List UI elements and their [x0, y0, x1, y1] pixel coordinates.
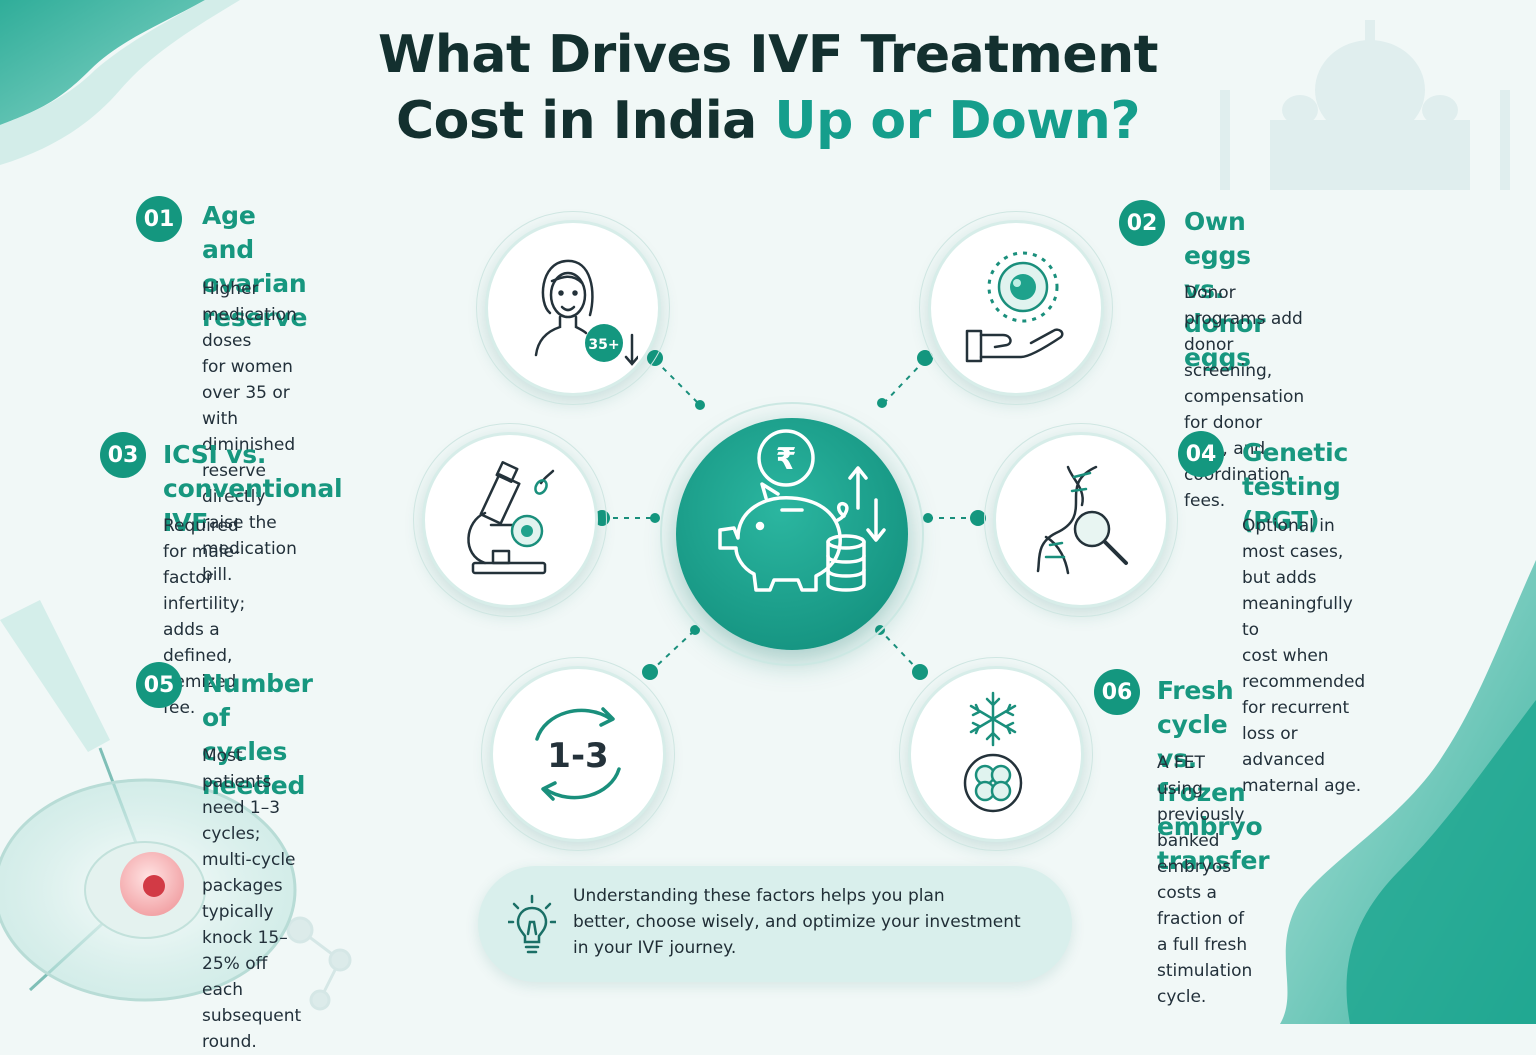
factor-03-icon-circle [413, 423, 607, 617]
factor-04-desc: Optional in most cases, but adds meaning… [1242, 516, 1366, 796]
background-decor [0, 0, 1536, 1024]
factor-06-title: Fresh cycle vs. frozen embryo transfer [1157, 676, 1270, 875]
woman-age-icon: 35+ [534, 259, 638, 366]
title-line-2-accent: Up or Down? [774, 91, 1140, 151]
summary-banner: Understanding these factors helps you pl… [478, 866, 1072, 982]
piggy-bank-rupee-icon: ₹ [718, 429, 886, 592]
factor-06-badge: 06 [1094, 669, 1140, 715]
center-piggy-bank-circle: ₹ [660, 402, 924, 666]
cycle-arrows-icon: 1-3 [535, 707, 621, 801]
title-line-2-plain: Cost in India [396, 91, 775, 151]
factor-01-title: Age and ovarian reserve [202, 201, 308, 332]
factor-02-title: Own eggs vs. donor eggs [1184, 207, 1266, 372]
factor-04-title: Genetic testing (PGT) [1242, 438, 1349, 535]
factor-01-desc: Higher medication doses for women over 3… [202, 279, 297, 585]
summary-text: Understanding these factors helps you pl… [573, 886, 1021, 958]
cycles-range-label: 1-3 [547, 736, 608, 776]
factor-02-desc: Donor programs add donor screening, comp… [1184, 283, 1305, 511]
title-line-1: What Drives IVF Treatment [378, 25, 1158, 85]
factor-04-icon-circle [984, 423, 1178, 617]
egg-in-hand-icon [965, 251, 1064, 363]
factor-03-badge: 03 [100, 432, 146, 478]
factor-06-desc: A FET using previously banked embryos co… [1157, 753, 1253, 1007]
snowflake-embryo-icon [963, 691, 1023, 813]
factor-03-title: ICSI vs. conventional IVF [163, 440, 343, 537]
factor-05-title: Number of cycles needed [202, 669, 313, 800]
age-35-label: 35+ [588, 337, 619, 353]
factor-04-badge: 04 [1178, 431, 1224, 477]
factor-02-icon-circle [919, 211, 1113, 405]
factor-05-desc: Most patients need 1–3 cycles; multi-cyc… [202, 746, 302, 1052]
page-title: What Drives IVF Treatment Cost in India … [0, 22, 1536, 154]
factor-03-desc: Required for male-factor infertility; ad… [163, 516, 246, 718]
factor-01-badge: 01 [136, 196, 182, 242]
dna-magnifier-icon [1036, 465, 1128, 575]
factor-01-icon-circle: 35+ [476, 211, 670, 405]
factor-06-icon-circle [899, 657, 1093, 851]
title-line-2: Cost in India Up or Down? [0, 88, 1536, 154]
lightbulb-icon [508, 894, 556, 954]
factor-05-badge: 05 [136, 662, 182, 708]
rupee-symbol: ₹ [776, 442, 797, 477]
microscope-icon [467, 461, 555, 575]
factor-05-icon-circle: 1-3 [481, 657, 675, 851]
factor-02-badge: 02 [1119, 200, 1165, 246]
